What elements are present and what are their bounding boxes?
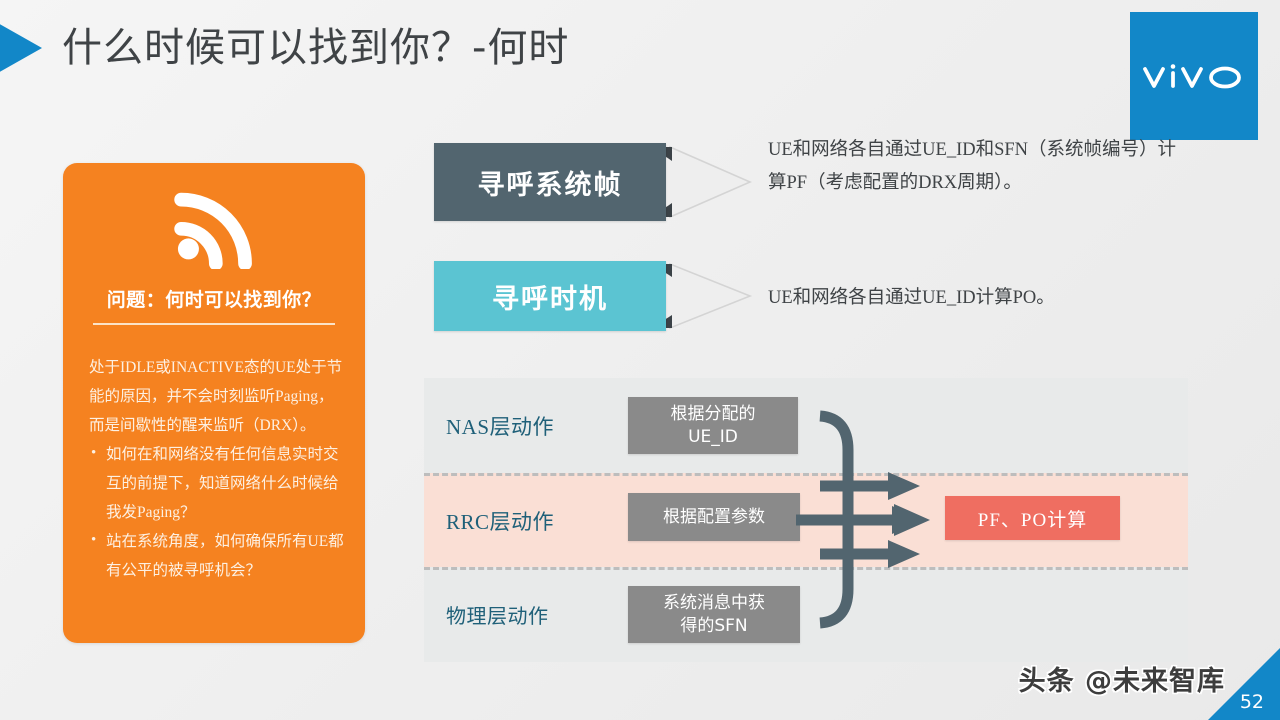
diagram-divider-bottom [424, 567, 1188, 570]
layer-box-line1: 根据分配的 [670, 403, 756, 424]
banner-row-paging-frame: 寻呼系统帧 [434, 143, 754, 221]
panel-paragraph: 处于IDLE或INACTIVE态的UE处于节能的原因，并不会时刻监听Paging… [89, 359, 343, 434]
banner-label-paging-frame: 寻呼系统帧 [434, 143, 666, 221]
panel-heading: 问题：何时可以找到你？ [106, 289, 322, 311]
panel-bullet-list: 如何在和网络没有任何信息实时交互的前提下，知道网络什么时候给我发Paging？ … [89, 439, 345, 585]
diagram-divider-top [424, 473, 1188, 476]
layer-box-line2: 得的SFN [680, 615, 748, 636]
page-number: 52 [1239, 691, 1264, 713]
question-panel: 问题：何时可以找到你？ 处于IDLE或INACTIVE态的UE处于节能的原因，并… [63, 163, 365, 643]
diagram-row-nas: NAS层动作 根据分配的 UE_ID [424, 378, 1188, 473]
list-item: 站在系统角度，如何确保所有UE都有公平的被寻呼机会？ [89, 526, 345, 585]
rss-signal-icon [174, 192, 252, 269]
layer-label-rrc: RRC层动作 [446, 509, 555, 534]
diagram-row-phy: 物理层动作 系统消息中获 得的SFN [424, 567, 1188, 662]
result-box-pf-po: PF、PO计算 [945, 496, 1120, 540]
layer-diagram: NAS层动作 根据分配的 UE_ID RRC层动作 根据配置参数 物理层动作 系… [424, 378, 1188, 662]
layer-label-nas: NAS层动作 [446, 414, 555, 439]
layer-box-phy: 系统消息中获 得的SFN [628, 586, 800, 643]
banner-description-paging-frame: UE和网络各自通过UE_ID和SFN（系统帧编号）计算PF（考虑配置的DRX周期… [768, 140, 1177, 193]
layer-box-line1: 系统消息中获 [663, 592, 765, 613]
panel-divider [93, 323, 335, 325]
layer-box-rrc: 根据配置参数 [628, 493, 800, 541]
vivo-logo [1130, 12, 1258, 140]
layer-box-line1: 根据配置参数 [663, 506, 765, 527]
watermark: 头条 @未来智库 [1018, 666, 1225, 697]
play-triangle-icon [0, 22, 42, 74]
layer-box-line2: UE_ID [688, 426, 738, 447]
banner-description-paging-occasion: UE和网络各自通过UE_ID计算PO。 [768, 288, 1055, 308]
layer-box-nas: 根据分配的 UE_ID [628, 397, 798, 454]
diagram-row-rrc: RRC层动作 根据配置参数 [424, 473, 1188, 568]
layer-label-phy: 物理层动作 [446, 604, 549, 628]
corner-accent-triangle [1208, 648, 1280, 720]
banner-label-paging-occasion: 寻呼时机 [434, 261, 666, 331]
panel-body: 处于IDLE或INACTIVE态的UE处于节能的原因，并不会时刻监听Paging… [89, 353, 345, 585]
banner-row-paging-occasion: 寻呼时机 [434, 261, 754, 331]
page-title: 什么时候可以找到你？-何时 [62, 25, 570, 71]
list-item: 如何在和网络没有任何信息实时交互的前提下，知道网络什么时候给我发Paging？ [89, 439, 345, 527]
